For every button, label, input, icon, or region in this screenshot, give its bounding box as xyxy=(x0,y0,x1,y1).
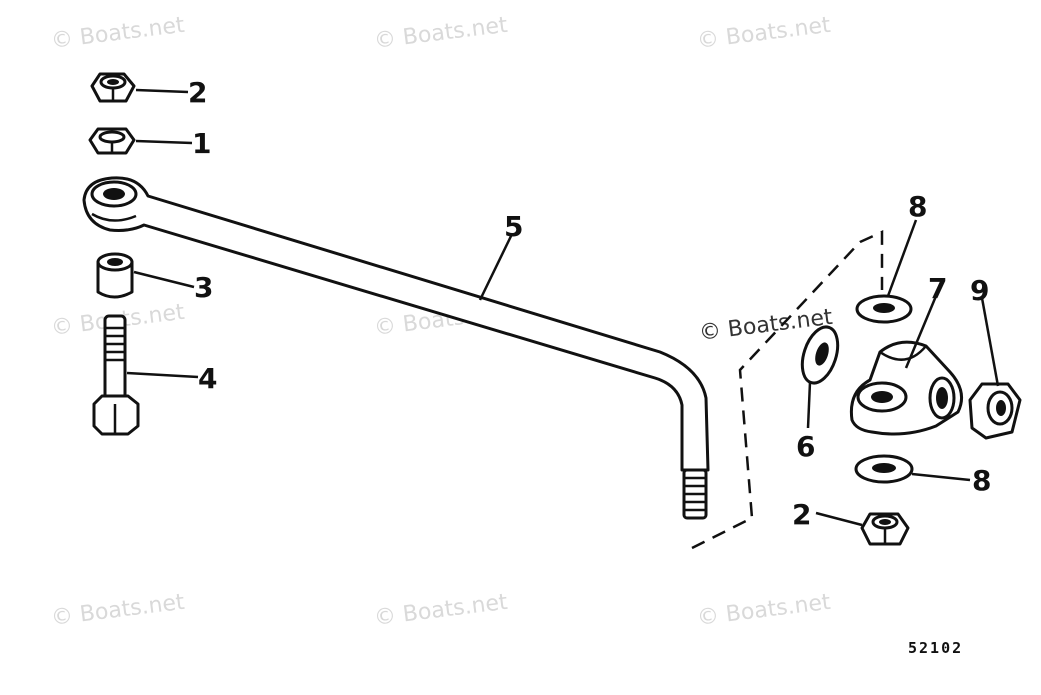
washer-bottom xyxy=(854,454,914,484)
watermark: © Boats.net xyxy=(373,13,510,54)
watermarks: © Boats.net © Boats.net © Boats.net © Bo… xyxy=(50,13,835,631)
watermark: © Boats.net xyxy=(696,590,833,631)
callout-link-rod: 5 xyxy=(504,210,523,243)
callout-pivot-block: 7 xyxy=(928,272,947,305)
drawing-number: 52102 xyxy=(908,639,963,657)
callout-washer-left: 6 xyxy=(796,430,815,463)
callout-nut-top: 1 xyxy=(192,127,211,160)
locknut-right xyxy=(968,382,1022,440)
callout-locknut-right: 9 xyxy=(970,274,989,307)
watermark: © Boats.net xyxy=(373,590,510,631)
callout-spacer: 3 xyxy=(194,271,213,304)
callouts: 2 1 3 4 5 6 7 8 9 8 2 xyxy=(188,76,991,531)
nut-top xyxy=(88,127,136,155)
callout-bolt: 4 xyxy=(198,362,217,395)
washer-top xyxy=(855,294,913,324)
callout-washer-bottom: 8 xyxy=(972,464,991,497)
leader-lines xyxy=(126,88,1000,527)
spacer xyxy=(96,252,134,299)
callout-locknut-bottom: 2 xyxy=(792,498,811,531)
callout-washer-top: 8 xyxy=(908,190,927,223)
watermark: © Boats.net xyxy=(50,590,187,631)
pivot-block xyxy=(849,340,964,436)
locknut-top xyxy=(90,72,136,103)
bolt xyxy=(92,314,140,436)
callout-locknut-top: 2 xyxy=(188,76,207,109)
watermark: © Boats.net xyxy=(50,13,187,54)
assembly-guide-line xyxy=(691,230,884,550)
locknut-bottom xyxy=(860,512,910,546)
watermark: © Boats.net xyxy=(696,13,833,54)
link-rod xyxy=(82,176,710,520)
